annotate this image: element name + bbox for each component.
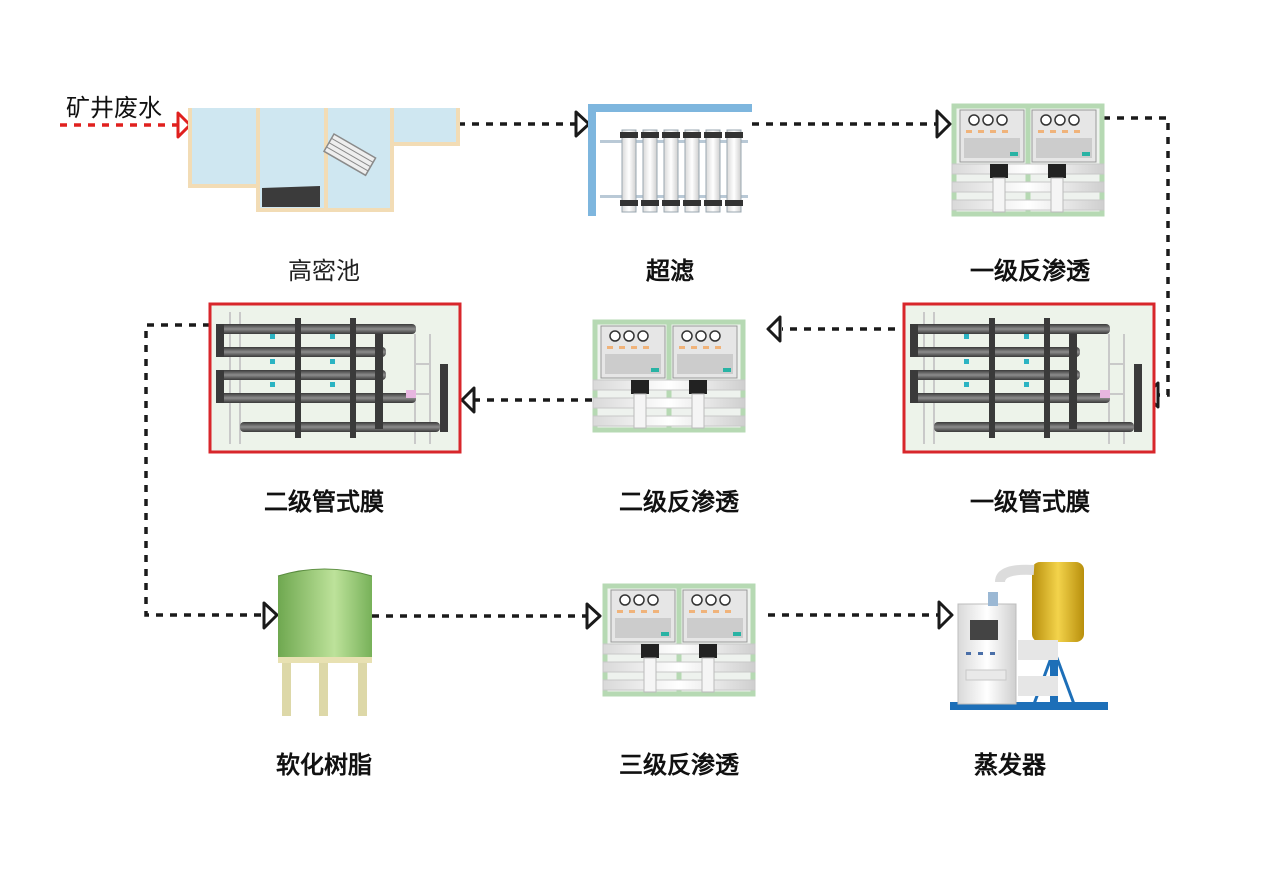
- uf-skid-icon: [588, 104, 752, 216]
- ro-skid-icon: [593, 320, 745, 432]
- tubular-membrane-icon: [208, 302, 462, 454]
- flow-lines: [60, 116, 1170, 618]
- arrowhead-icon: [460, 386, 476, 414]
- ro-skid-icon: [951, 103, 1105, 217]
- ro-skid-icon: [603, 584, 755, 696]
- flow-line-tubular2-to-resin: [144, 323, 266, 617]
- stage-label-softening-resin: 软化树脂: [276, 751, 372, 779]
- evaporator-icon: [950, 562, 1108, 710]
- arrowhead-icon: [176, 111, 192, 139]
- stage-label-primary-ro: 一级反渗透: [970, 257, 1090, 285]
- flow-line-ro1-to-tubular1: [1103, 116, 1170, 397]
- stage-label-secondary-ro: 二级反渗透: [619, 488, 739, 516]
- arrowhead-icon: [585, 602, 602, 630]
- stage-label-high-density-tank: 高密池: [288, 257, 360, 285]
- arrowhead-icon: [574, 110, 591, 138]
- stage-label-evaporator: 蒸发器: [974, 751, 1046, 779]
- stage-label-tertiary-ro: 三级反渗透: [619, 751, 739, 779]
- stage-label-ultrafiltration: 超滤: [646, 257, 694, 285]
- resin-tank-icon: [277, 568, 373, 716]
- stage-label-secondary-tubular-membrane: 二级管式膜: [264, 488, 384, 516]
- arrowhead-icon: [935, 109, 952, 139]
- tubular-membrane-icon: [902, 302, 1156, 454]
- arrowhead-icon: [937, 600, 954, 630]
- stage-label-primary-tubular-membrane: 一级管式膜: [970, 488, 1090, 516]
- source-label: 矿井废水: [66, 94, 162, 122]
- tank-icon: [188, 108, 460, 212]
- arrowhead-icon: [262, 601, 279, 630]
- arrowhead-icon: [766, 315, 782, 343]
